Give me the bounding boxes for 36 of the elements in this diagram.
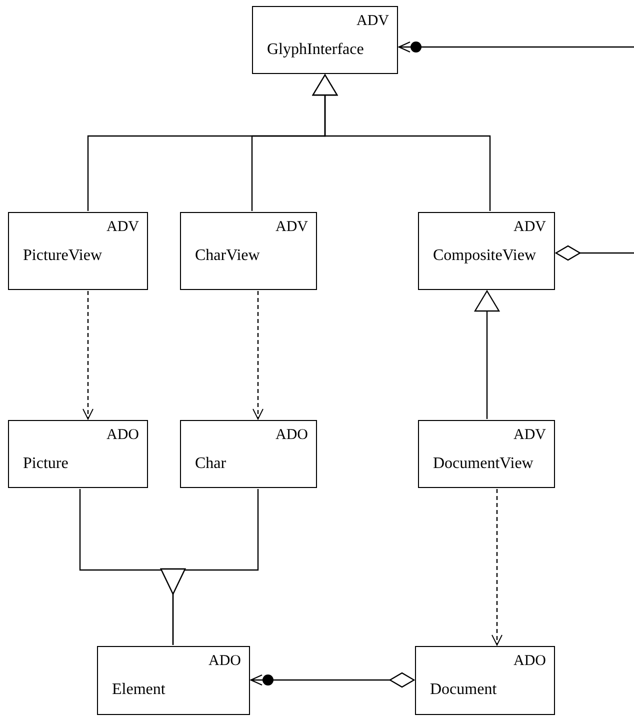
stereotype-label: ADV	[356, 13, 389, 30]
stereotype-label: ADO	[276, 427, 308, 444]
stereotype-label: ADV	[276, 219, 308, 236]
stereotype-label: ADO	[208, 653, 241, 670]
class-box	[252, 6, 398, 74]
class-name: Element	[112, 681, 166, 699]
class-name: DocumentView	[433, 455, 534, 473]
class-box	[180, 420, 317, 488]
class-name: CompositeView	[433, 247, 536, 265]
class-box	[8, 420, 148, 488]
class-box	[180, 212, 317, 290]
class-name: Picture	[23, 455, 68, 473]
dashed-arrow	[492, 489, 502, 646]
class-box	[97, 646, 250, 715]
class-box	[418, 420, 555, 488]
connector	[398, 40, 634, 54]
dashed-arrow	[82, 291, 94, 420]
connector	[474, 290, 500, 419]
connector	[250, 672, 415, 688]
stereotype-label: ADO	[514, 653, 546, 670]
stereotype-label: ADO	[106, 427, 139, 444]
stereotype-label: ADV	[514, 219, 546, 236]
class-name: Document	[430, 681, 497, 699]
class-box	[415, 646, 555, 715]
class-name: Char	[195, 455, 226, 473]
connector	[160, 489, 259, 645]
class-box	[418, 212, 555, 290]
class-name: CharView	[195, 247, 260, 265]
stereotype-label: ADV	[106, 219, 139, 236]
dashed-arrow	[252, 291, 264, 420]
class-name: GlyphInterface	[267, 41, 364, 59]
class-name: PictureView	[23, 247, 102, 265]
class-box	[8, 212, 148, 290]
connector	[555, 245, 634, 261]
connector	[312, 74, 491, 211]
stereotype-label: ADV	[514, 427, 546, 444]
